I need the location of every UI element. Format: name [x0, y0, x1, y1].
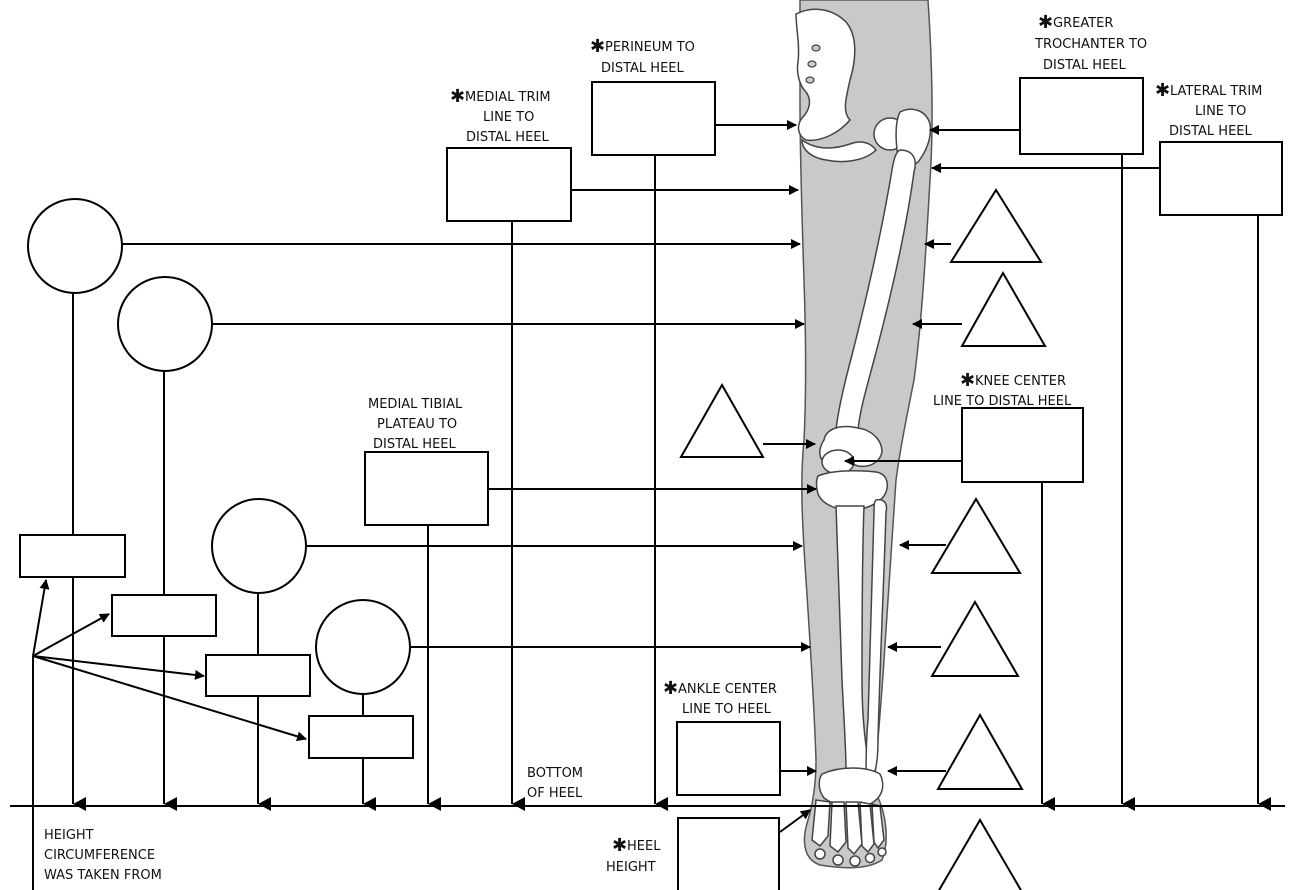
star-marker: ✱: [590, 36, 605, 57]
perineum-label-line1: PERINEUM TO: [605, 40, 695, 55]
medial-tibial-label-line2: PLATEAU TO: [377, 417, 457, 432]
triangle-marker-4[interactable]: [932, 499, 1020, 573]
circumference-circle-1[interactable]: [28, 199, 122, 293]
triangle-marker-3[interactable]: [681, 385, 763, 457]
circumference-circle-2[interactable]: [118, 277, 212, 371]
pelvis-hole: [812, 45, 820, 51]
star-marker: ✱: [1038, 12, 1053, 33]
pelvis-bone: [796, 9, 855, 140]
triangle-marker-1[interactable]: [951, 190, 1041, 262]
ankle-center-label-line2: LINE TO HEEL: [682, 702, 772, 717]
greater-trochanter-input-box[interactable]: [1020, 78, 1143, 154]
medial-trim-label-line1: MEDIAL TRIM: [465, 90, 551, 105]
gt-label-line2: TROCHANTER TO: [1034, 37, 1147, 52]
height-circ-line2: CIRCUMFERENCE: [44, 848, 155, 863]
triangle-marker-5[interactable]: [932, 602, 1018, 676]
star-marker: ✱: [663, 678, 678, 699]
medial-tibial-label-line3: DISTAL HEEL: [373, 437, 456, 452]
lateral-trim-input-box[interactable]: [1160, 142, 1282, 215]
triangle-marker-7[interactable]: [938, 820, 1022, 890]
heel-height-label-line2: HEIGHT: [606, 860, 656, 875]
knee-center-label-line2: LINE TO DISTAL HEEL: [933, 394, 1072, 409]
medial-trim-label-line3: DISTAL HEEL: [466, 130, 549, 145]
height-box-4[interactable]: [309, 716, 413, 758]
bottom-of-heel-label: BOTTOM OF HEEL: [527, 766, 583, 801]
star-marker: ✱: [960, 370, 975, 391]
lateral-trim-label-line3: DISTAL HEEL: [1169, 124, 1252, 139]
ankle-bones: [819, 768, 883, 806]
leg-illustration: [796, 0, 932, 868]
height-circ-line1: HEIGHT: [44, 828, 94, 843]
height-box-2[interactable]: [112, 595, 216, 636]
triangle-marker-2[interactable]: [962, 273, 1045, 346]
lateral-trim-label-line2: LINE TO: [1195, 104, 1246, 119]
lateral-trim-label-line1: LATERAL TRIM: [1170, 84, 1262, 99]
triangle-5: [888, 602, 1018, 676]
knee-center-label-line1: KNEE CENTER: [975, 374, 1066, 389]
ankle-center-label-line1: ANKLE CENTER: [678, 682, 777, 697]
triangle-1: [925, 190, 1041, 262]
medial-tibial-input-box[interactable]: [365, 452, 488, 525]
knee-center-input-box[interactable]: [962, 408, 1083, 482]
gt-label-line3: DISTAL HEEL: [1043, 58, 1126, 73]
ankle-center-group: ✱ ANKLE CENTER LINE TO HEEL: [663, 678, 816, 795]
triangle-3: [681, 385, 815, 457]
perineum-input-box[interactable]: [592, 82, 715, 155]
medial-trim-input-box[interactable]: [447, 148, 571, 221]
pelvis-hole: [806, 77, 814, 83]
circumference-circle-4[interactable]: [316, 600, 410, 694]
heel-height-input-box[interactable]: [678, 818, 779, 890]
triangle-7: [938, 820, 1022, 890]
bottom-of-heel-line2: OF HEEL: [527, 786, 583, 801]
medial-trim-label-line2: LINE TO: [483, 110, 534, 125]
ankle-center-input-box[interactable]: [677, 722, 780, 795]
triangle-marker-6[interactable]: [938, 715, 1022, 789]
perineum-label-line2: DISTAL HEEL: [601, 61, 684, 76]
triangle-4: [900, 499, 1020, 573]
star-marker: ✱: [1155, 80, 1170, 101]
star-marker: ✱: [612, 835, 627, 856]
height-box-3[interactable]: [206, 655, 310, 696]
medial-tibial-label-line1: MEDIAL TIBIAL: [368, 397, 463, 412]
heel-height-label-line1: HEEL: [627, 839, 661, 854]
height-circ-line3: WAS TAKEN FROM: [44, 868, 162, 883]
heel-height-group: ✱ HEEL HEIGHT: [606, 810, 810, 890]
bottom-of-heel-line1: BOTTOM: [527, 766, 583, 781]
height-box-1[interactable]: [20, 535, 125, 577]
gt-label-line1: GREATER: [1053, 16, 1113, 31]
triangle-6: [888, 715, 1022, 789]
circumference-circle-3[interactable]: [212, 499, 306, 593]
pelvis-hole: [808, 61, 816, 67]
triangle-2: [913, 273, 1045, 346]
star-marker: ✱: [450, 86, 465, 107]
